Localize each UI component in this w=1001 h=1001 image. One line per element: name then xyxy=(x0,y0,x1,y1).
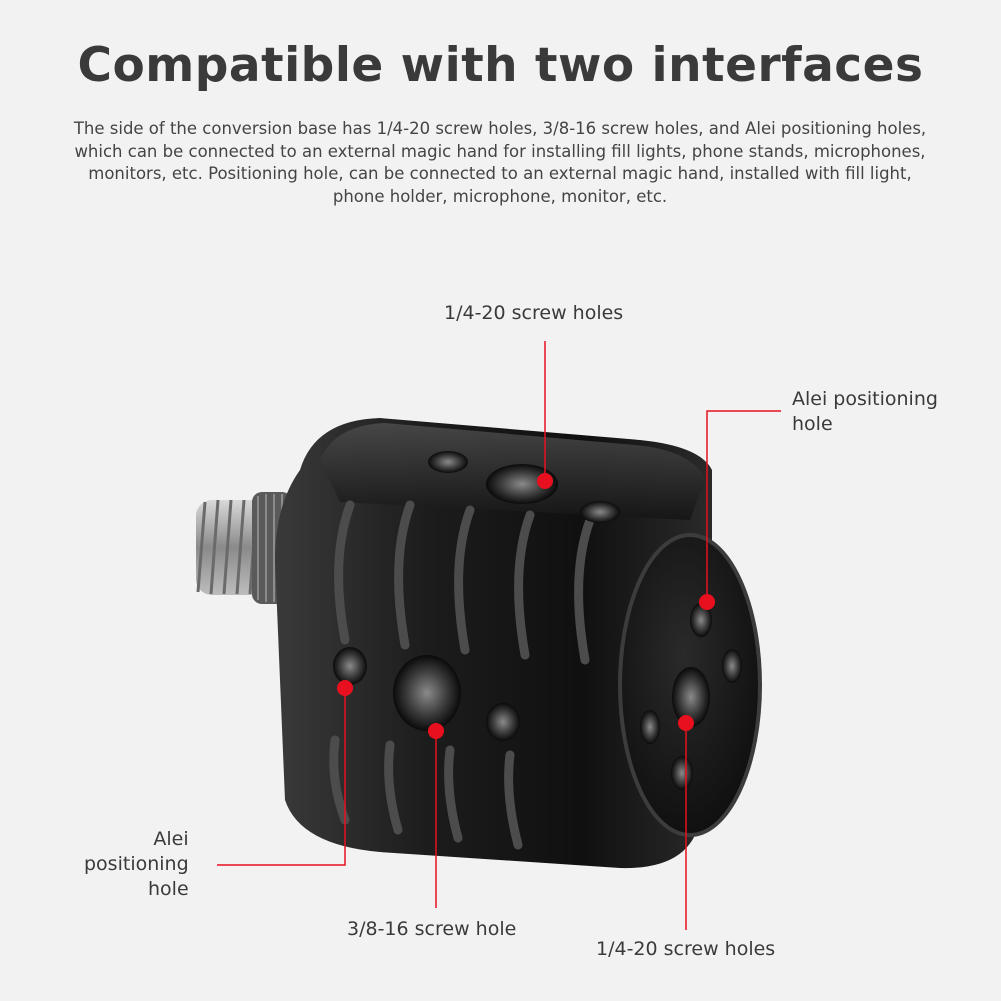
label-line: Alei positioning xyxy=(792,388,938,410)
label-line: Alei xyxy=(153,828,189,850)
label-alei-right: Alei positioning hole xyxy=(792,387,938,437)
callout-markers xyxy=(337,473,715,739)
label-line: positioning xyxy=(84,853,189,875)
label-line: hole xyxy=(148,878,189,900)
page-title: Compatible with two interfaces xyxy=(77,38,924,93)
callout-lines xyxy=(217,341,781,930)
description: The side of the conversion base has 1/4-… xyxy=(73,119,927,206)
label-bottom-screw-holes: 1/4-20 screw holes xyxy=(596,938,776,960)
end-face-holes xyxy=(640,603,742,790)
top-holes xyxy=(428,451,620,523)
label-top-screw-holes: 1/4-20 screw holes xyxy=(444,302,624,324)
marker-bottom-screw xyxy=(678,715,694,731)
label-38-screw-hole: 3/8-16 screw hole xyxy=(347,918,517,940)
front-holes xyxy=(333,647,520,741)
marker-alei-right xyxy=(699,594,715,610)
label-alei-left: Alei positioning hole xyxy=(84,827,189,902)
marker-38-screw xyxy=(428,723,444,739)
label-line: hole xyxy=(792,413,833,435)
marker-top-screw xyxy=(537,473,553,489)
marker-alei-left xyxy=(337,680,353,696)
